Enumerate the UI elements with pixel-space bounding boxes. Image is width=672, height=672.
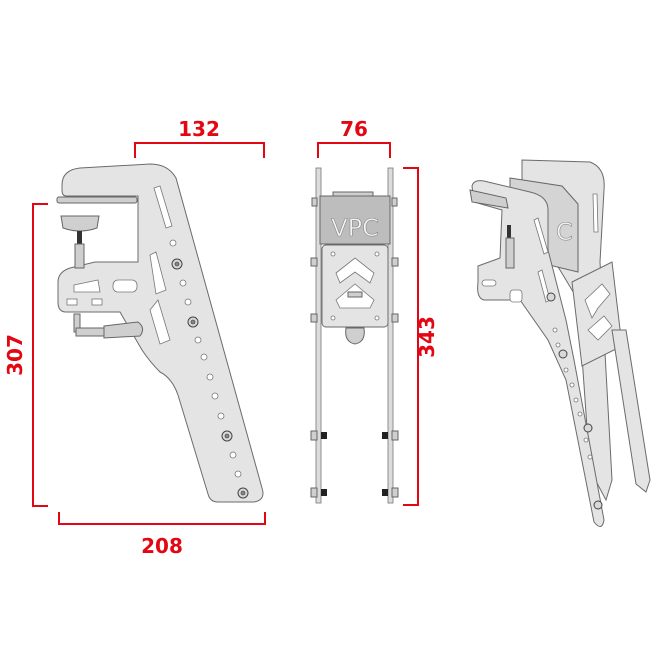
- rail-bolts: [310, 430, 399, 498]
- handle-grip: [103, 321, 144, 339]
- rail-clips: [310, 197, 399, 323]
- cutout: [73, 279, 101, 293]
- handle-arm: [75, 327, 107, 337]
- dimension-label-307: 307: [3, 334, 27, 376]
- knob: [345, 327, 365, 345]
- dimension-top-width: 132: [134, 117, 265, 158]
- iso-back-rail: [611, 329, 651, 493]
- cutout: [112, 279, 138, 293]
- mount-box: [319, 195, 391, 245]
- isometric-view: C: [469, 159, 651, 527]
- dimension-height: 307: [3, 203, 48, 507]
- dimension-front-height: 343: [403, 167, 439, 506]
- clamp-lip: [56, 196, 138, 204]
- dimension-label-343: 343: [415, 316, 439, 358]
- iso-logo: C: [556, 218, 573, 246]
- dimension-label-76: 76: [340, 117, 368, 141]
- front-view: 76 343 VPC: [310, 117, 439, 506]
- dimension-bottom-width: 208: [58, 512, 266, 558]
- adjustment-holes: [169, 239, 242, 478]
- side-view: 132 307 208: [3, 117, 266, 558]
- clamp-pad: [60, 215, 100, 232]
- clamp-screw-sleeve: [74, 243, 85, 269]
- chevron-cutout: [335, 257, 375, 284]
- slot: [149, 251, 167, 295]
- vpc-logo: VPC: [331, 214, 379, 242]
- dimension-front-width: 76: [317, 117, 391, 158]
- nut: [347, 291, 363, 298]
- dimension-label-208: 208: [141, 534, 183, 558]
- cutout: [91, 298, 103, 306]
- iso-front-plate: [471, 180, 605, 527]
- slot: [153, 185, 173, 229]
- slot: [149, 299, 171, 345]
- dimension-label-132: 132: [178, 117, 220, 141]
- box-top-edge: [332, 191, 374, 197]
- right-rail: [387, 167, 394, 504]
- iso-clamp-lip: [469, 189, 509, 209]
- iso-screw-sleeve: [505, 237, 515, 269]
- clamp-screw: [77, 231, 82, 245]
- cutout: [66, 298, 78, 306]
- bolts: [171, 258, 249, 499]
- left-rail: [315, 167, 322, 504]
- iso-screw: [507, 225, 511, 239]
